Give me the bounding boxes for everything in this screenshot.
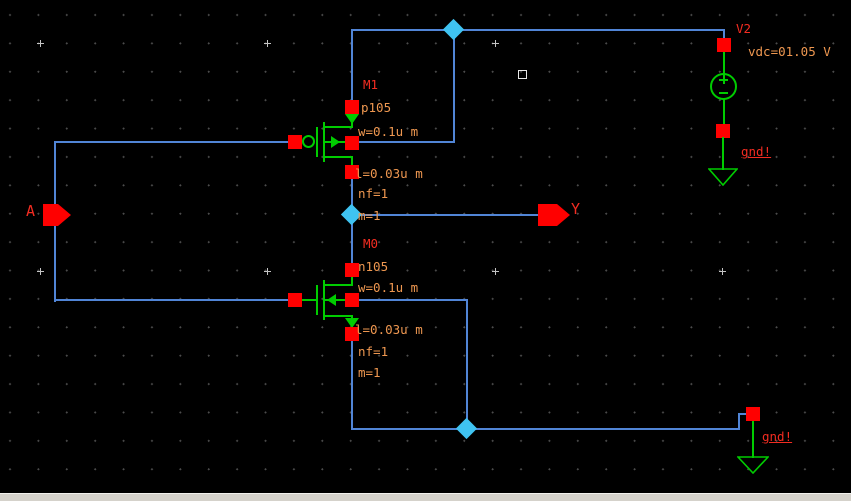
solder-dot-gnd[interactable] [455,417,478,440]
m1-m-label[interactable]: m=1 [358,208,381,223]
m0-instance-label[interactable]: M0 [363,236,379,251]
m0-drain-stub [323,284,353,286]
m1-bulk-arrow [331,136,340,148]
wire-m1-bulk-link[interactable] [352,141,455,143]
m0-length-label[interactable]: l=0.03u m [355,322,423,337]
gnd-rail-lead [752,420,754,458]
port-y-body [538,204,557,226]
m0-model-label[interactable]: n105 [358,259,389,274]
m1-drain-stub [323,156,353,158]
grid-major-marker [264,268,271,275]
m0-width-label[interactable]: w=0.1u m [358,280,419,295]
m0-nf-label[interactable]: nf=1 [358,344,389,359]
window-bottom-border [0,493,851,501]
pin-m0-bulk[interactable] [345,293,359,307]
port-a-label[interactable]: A [26,202,36,220]
m0-drain-lead [351,271,353,285]
wire-gnd-jog-vertical[interactable] [738,413,740,430]
wire-gnd-rail[interactable] [351,428,739,430]
gnd-v2-label[interactable]: gnd! [741,144,772,159]
m1-model-label[interactable]: p105 [361,100,392,115]
wire-node-drop[interactable] [453,29,455,143]
pmos-gate-bubble [302,135,315,148]
m1-length-label[interactable]: l=0.03u m [355,166,423,181]
grid-major-marker [37,268,44,275]
pin-m1-drain[interactable] [345,165,359,179]
gnd-v2-triangle-icon [708,168,738,186]
m1-source-stub [323,126,353,128]
gnd-rail-triangle-icon [737,456,769,474]
port-a-arrow-icon [58,204,71,226]
gnd-v2-lead [722,137,724,170]
grid-major-marker [492,40,499,47]
wire-vdd-rail[interactable] [351,29,725,31]
pin-m1-source[interactable] [345,100,359,114]
m1-drain-lead [351,157,353,167]
m0-source-arrow [345,318,359,328]
wire-v2-connect[interactable] [723,29,725,41]
m0-gate-lead [302,299,317,301]
m0-gate-bar [316,285,318,315]
v2-vdc-label[interactable]: vdc=01.05 V [748,44,831,59]
grid-major-marker [719,268,726,275]
m0-source-stub [323,315,353,317]
solder-dot-vdd[interactable] [442,18,465,41]
wire-m1-gate[interactable] [54,141,296,143]
wire-m0-bulk-drop[interactable] [466,299,468,430]
pin-m1-bulk[interactable] [345,136,359,150]
pin-m0-gate[interactable] [288,293,302,307]
m1-width-label[interactable]: w=0.1u m [358,124,419,139]
pin-gnd-rail[interactable] [746,407,760,421]
m1-gate-bar [316,127,318,157]
port-a-body [43,204,58,226]
v2-instance-label[interactable]: V2 [736,21,752,36]
port-y-label[interactable]: Y [571,200,581,218]
wire-m0-bulk-link[interactable] [352,299,467,301]
v2-plus-icon [723,75,725,84]
m1-nf-label[interactable]: nf=1 [358,186,389,201]
m1-instance-label[interactable]: M1 [363,77,379,92]
port-y-arrow-icon [557,204,570,226]
canvas-marker-square [518,70,527,79]
pin-v2-minus[interactable] [716,124,730,138]
grid-major-marker [37,40,44,47]
v2-bottom-lead [723,99,725,125]
v2-top-lead [723,50,725,74]
wire-m1-source-drop[interactable] [351,29,353,108]
pin-v2-plus[interactable] [717,38,731,52]
wire-m0-source-drop[interactable] [351,332,353,430]
grid-major-marker [264,40,271,47]
wire-m0-gate[interactable] [54,299,296,301]
v2-minus-icon [719,92,728,94]
pin-m0-drain[interactable] [345,263,359,277]
m0-bulk-arrow [327,294,336,306]
grid-major-marker [492,268,499,275]
gnd-rail-label[interactable]: gnd! [762,429,793,444]
m1-source-arrow [345,114,359,124]
wire-output-horizontal[interactable] [351,214,540,216]
pin-m1-gate[interactable] [288,135,302,149]
pin-m0-source[interactable] [345,327,359,341]
m0-m-label[interactable]: m=1 [358,365,381,380]
